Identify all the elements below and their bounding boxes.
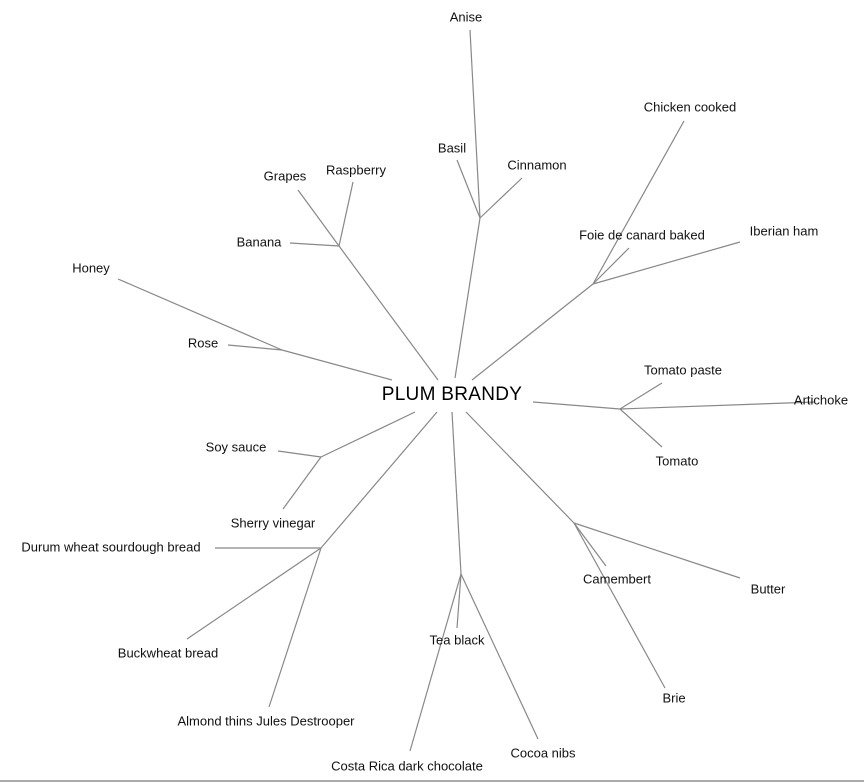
edge	[592, 241, 741, 285]
edge	[619, 408, 663, 448]
node-label: Iberian ham	[749, 223, 819, 239]
node-label: Banana	[236, 234, 282, 250]
edge	[227, 344, 283, 351]
edge	[289, 242, 340, 247]
node-label: Durum wheat sourdough bread	[21, 539, 201, 555]
edge	[338, 245, 439, 381]
node-label: Anise	[449, 9, 483, 25]
node-label: Basil	[437, 140, 467, 156]
edge	[619, 382, 663, 410]
node-label: Sherry vinegar	[230, 515, 316, 531]
edge	[281, 349, 393, 381]
node-label: Rose	[187, 335, 219, 351]
node-label: Tomato	[655, 453, 699, 469]
node-label: Tomato paste	[643, 362, 723, 378]
edge	[186, 547, 322, 640]
node-label: Grapes	[263, 168, 307, 184]
node-label: Cocoa nibs	[510, 745, 576, 761]
edge	[451, 411, 462, 575]
edge	[469, 29, 481, 219]
node-label: Buckwheat bread	[117, 645, 219, 661]
edge	[532, 401, 621, 410]
node-label: Cinnamon	[507, 157, 567, 173]
edge	[268, 547, 322, 708]
edge	[338, 181, 354, 247]
center-node-label: PLUM BRANDY	[381, 384, 523, 405]
node-label: Camembert	[583, 571, 651, 587]
edge	[297, 189, 340, 247]
node-label: Brie	[662, 690, 686, 706]
node-label: Artichoke	[793, 392, 849, 408]
node-label: Raspberry	[326, 162, 386, 178]
node-label: Foie de canard baked	[579, 227, 705, 243]
node-label: Costa Rica dark chocolate	[331, 758, 483, 774]
edge	[573, 522, 741, 579]
edge	[619, 401, 816, 410]
edge	[282, 456, 322, 510]
edge	[277, 450, 322, 458]
node-label: Honey	[72, 260, 110, 276]
edge	[479, 177, 523, 219]
edge	[320, 411, 416, 458]
edge	[465, 411, 575, 524]
node-label: Almond thins Jules Destrooper	[177, 713, 355, 729]
edge	[320, 411, 438, 549]
node-label: Soy sauce	[205, 439, 267, 455]
edge	[117, 278, 283, 351]
edge	[573, 522, 607, 567]
edge	[592, 120, 685, 285]
edge	[409, 573, 462, 752]
node-label: Chicken cooked	[643, 99, 737, 115]
edge	[454, 217, 481, 379]
node-label: Tea black	[429, 632, 485, 648]
bottom-divider	[0, 780, 864, 782]
node-label: Butter	[750, 581, 786, 597]
edge	[456, 573, 462, 629]
edge	[573, 522, 666, 689]
edge	[456, 159, 481, 219]
edge	[460, 573, 539, 740]
edge	[471, 283, 594, 381]
edge	[592, 247, 630, 285]
